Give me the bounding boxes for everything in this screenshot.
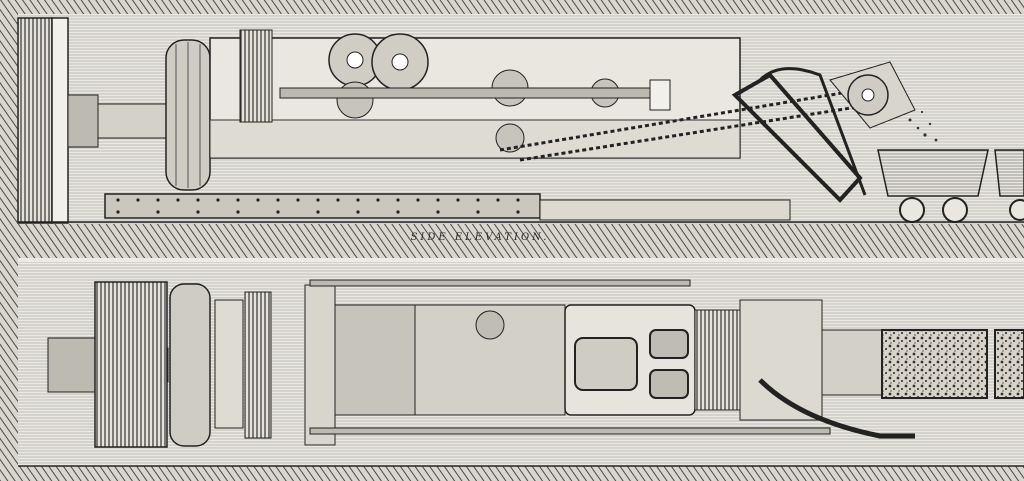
tunnel-roof-top — [0, 0, 1024, 14]
tunnel-floor-top — [0, 224, 1024, 258]
caption-side-elevation: SIDE ELEVATION. — [410, 232, 550, 243]
riveted-base — [104, 193, 541, 219]
spoil-wagon — [994, 149, 1024, 221]
spoil-wagon — [877, 149, 989, 223]
spoil-box — [994, 329, 1024, 399]
plan-view — [0, 258, 1024, 481]
spoil-box — [881, 329, 988, 399]
side-elevation-view — [0, 0, 1024, 258]
cutter-drum — [94, 281, 168, 448]
cutter-face — [17, 17, 53, 224]
